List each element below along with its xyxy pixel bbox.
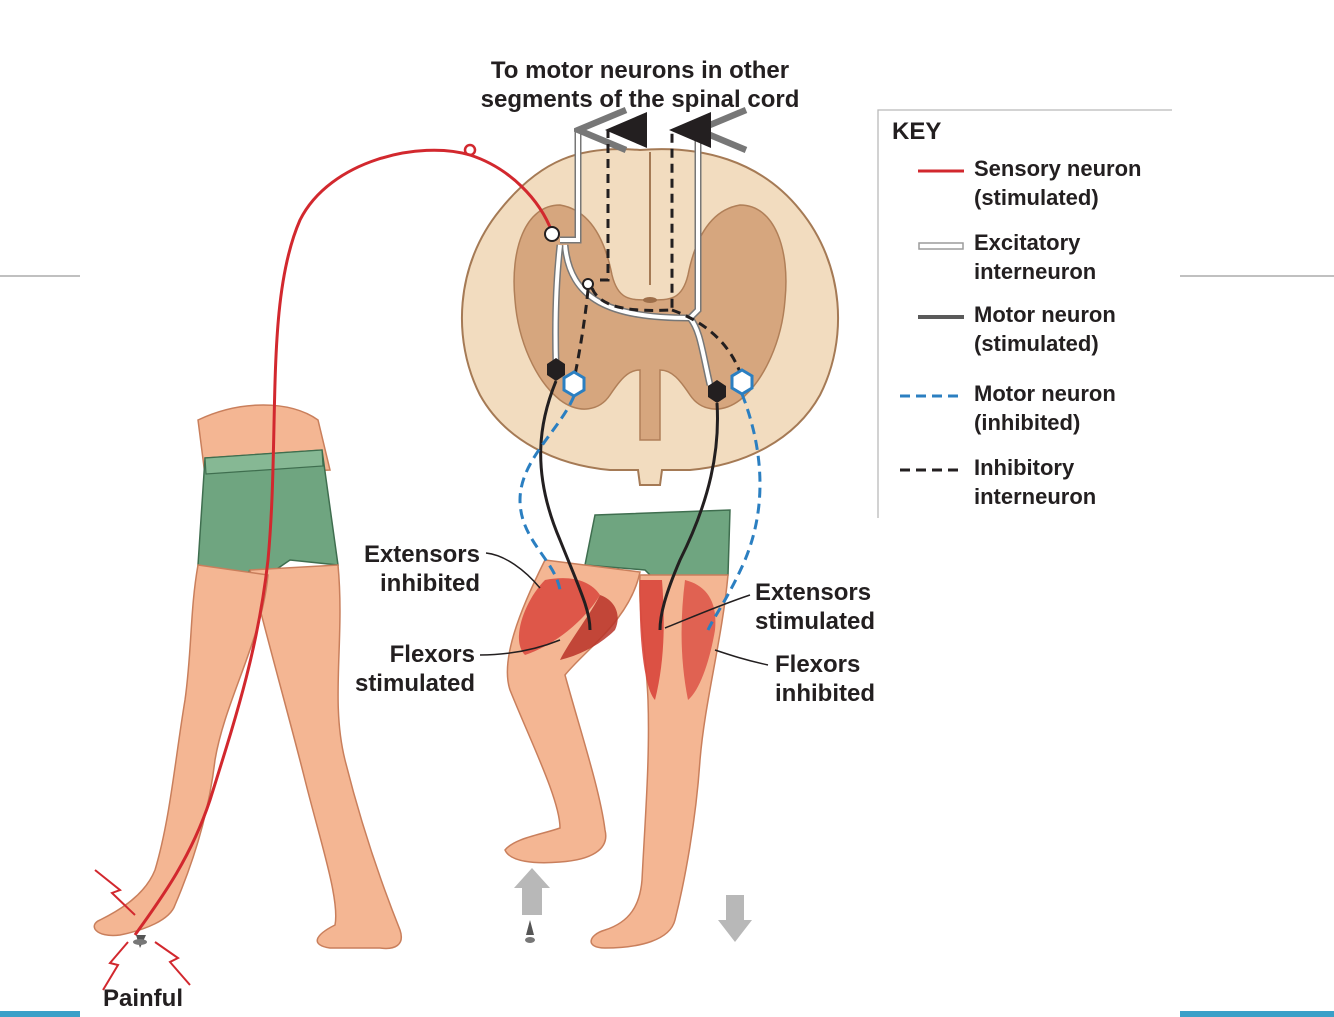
title-line-2: segments of the spinal cord bbox=[440, 85, 840, 114]
inhibitory-interneuron-body bbox=[583, 279, 593, 289]
extensors-inhibited-line-1: Extensors bbox=[335, 540, 480, 569]
key-item-sensory: Sensory neuron (stimulated) bbox=[900, 154, 1180, 214]
key-motor-inhib-line-2: (inhibited) bbox=[974, 408, 1116, 437]
key-swatch-hollow-line bbox=[918, 242, 964, 250]
slide-bar-bottom-right bbox=[1180, 1011, 1334, 1017]
extensors-stimulated-line-1: Extensors bbox=[755, 578, 875, 607]
key-inhibitory-line-2: interneuron bbox=[974, 482, 1096, 511]
pain-bolt-2 bbox=[103, 942, 128, 990]
flexors-stimulated-line-1: Flexors bbox=[330, 640, 475, 669]
flexors-inhibited-line-1: Flexors bbox=[775, 650, 875, 679]
painful-label: Painful bbox=[103, 984, 183, 1013]
key-item-inhibitory: Inhibitory interneuron bbox=[900, 453, 1180, 513]
key-sensory-line-2: (stimulated) bbox=[974, 183, 1141, 212]
key-swatch-red-line bbox=[918, 168, 964, 174]
key-motor-inhib-line-1: Motor neuron bbox=[974, 379, 1116, 408]
extensors-stimulated-label: Extensors stimulated bbox=[755, 578, 875, 636]
key-item-excitatory: Excitatory interneuron bbox=[900, 228, 1180, 288]
pain-bolt-3 bbox=[155, 942, 190, 985]
key-item-motor-stimulated: Motor neuron (stimulated) bbox=[900, 300, 1180, 360]
key-motor-stim-line-2: (stimulated) bbox=[974, 329, 1116, 358]
right-tack bbox=[526, 920, 534, 935]
motor-neuron-inhibited-right bbox=[732, 370, 752, 394]
title-label: To motor neurons in other segments of th… bbox=[440, 56, 840, 114]
key-excitatory-line-2: interneuron bbox=[974, 257, 1096, 286]
motor-neuron-inhibited-left bbox=[564, 372, 584, 396]
pain-bolt-1 bbox=[95, 870, 135, 915]
pointer-flexors-inhibited bbox=[715, 650, 768, 665]
key-inhibitory-line-1: Inhibitory bbox=[974, 453, 1096, 482]
key-motor-stim-line-1: Motor neuron bbox=[974, 300, 1116, 329]
key-item-motor-inhibited: Motor neuron (inhibited) bbox=[900, 379, 1180, 439]
pointer-extensors-inhibited bbox=[486, 553, 540, 588]
key-swatch-blue-dashed-line bbox=[900, 393, 964, 399]
key-sensory-line-1: Sensory neuron bbox=[974, 154, 1141, 183]
left-front-leg bbox=[94, 565, 268, 935]
right-tack-head bbox=[525, 937, 535, 943]
flexors-stimulated-label: Flexors stimulated bbox=[330, 640, 475, 698]
flexors-stimulated-line-2: stimulated bbox=[330, 669, 475, 698]
press-arrow-icon bbox=[718, 895, 752, 942]
central-canal bbox=[643, 297, 657, 303]
extensors-inhibited-label: Extensors inhibited bbox=[335, 540, 480, 598]
flexors-inhibited-label: Flexors inhibited bbox=[775, 650, 875, 708]
key-swatch-dark-line bbox=[918, 314, 964, 320]
left-back-leg bbox=[250, 565, 401, 948]
key-swatch-black-dashed-line bbox=[900, 467, 964, 473]
extensors-inhibited-line-2: inhibited bbox=[335, 569, 480, 598]
left-tack-head bbox=[133, 939, 147, 945]
title-line-1: To motor neurons in other bbox=[440, 56, 840, 85]
key-excitatory-line-1: Excitatory bbox=[974, 228, 1096, 257]
painful-text: Painful bbox=[103, 984, 183, 1013]
key-title: KEY bbox=[892, 118, 941, 146]
flexors-inhibited-line-2: inhibited bbox=[775, 679, 875, 708]
lift-arrow-icon bbox=[514, 868, 550, 915]
sensory-terminal bbox=[545, 227, 559, 241]
extensors-stimulated-line-2: stimulated bbox=[755, 607, 875, 636]
slide-bar-bottom-left bbox=[0, 1011, 80, 1017]
